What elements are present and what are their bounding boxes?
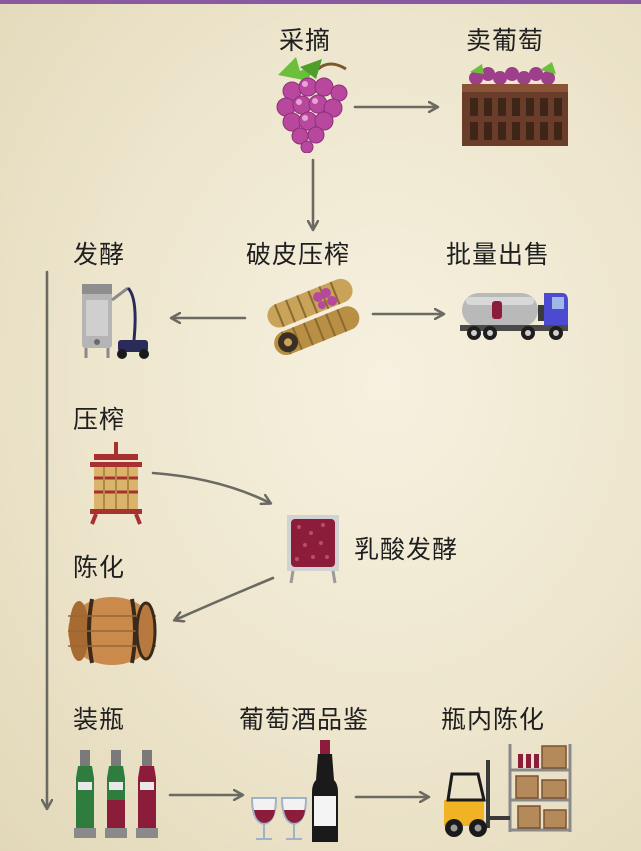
grape-crate-icon <box>460 62 570 148</box>
oak-barrel-icon <box>66 594 158 668</box>
label-malolactic: 乳酸发酵 <box>354 535 459 564</box>
tanker-truck-icon <box>458 287 570 343</box>
label-tasting: 葡萄酒品鉴 <box>239 705 370 734</box>
crusher-rollers-icon <box>262 275 364 357</box>
label-bottling: 装瓶 <box>73 705 126 734</box>
label-sell-grapes: 卖葡萄 <box>466 26 545 55</box>
fermentation-tank-icon <box>78 280 154 362</box>
wine-press-icon <box>88 440 144 526</box>
label-aging: 陈化 <box>73 553 126 582</box>
grapes-icon <box>270 55 360 153</box>
wine-bottles-icon <box>70 748 162 840</box>
arrow-press-to-malolactic <box>151 471 270 503</box>
label-bottle-aging: 瓶内陈化 <box>441 705 546 734</box>
label-bulk-sale: 批量出售 <box>446 240 551 269</box>
label-harvest: 采摘 <box>279 26 332 55</box>
label-crush: 破皮压榨 <box>246 240 351 269</box>
label-ferment: 发酵 <box>73 240 126 269</box>
label-press: 压榨 <box>73 405 126 434</box>
mlf-vat-icon <box>285 513 341 585</box>
forklift-shelves-icon <box>438 740 574 840</box>
wine-glasses-bottle-icon <box>248 740 348 844</box>
top-accent-bar <box>0 0 641 4</box>
arrow-malolactic-to-aging <box>175 576 275 620</box>
